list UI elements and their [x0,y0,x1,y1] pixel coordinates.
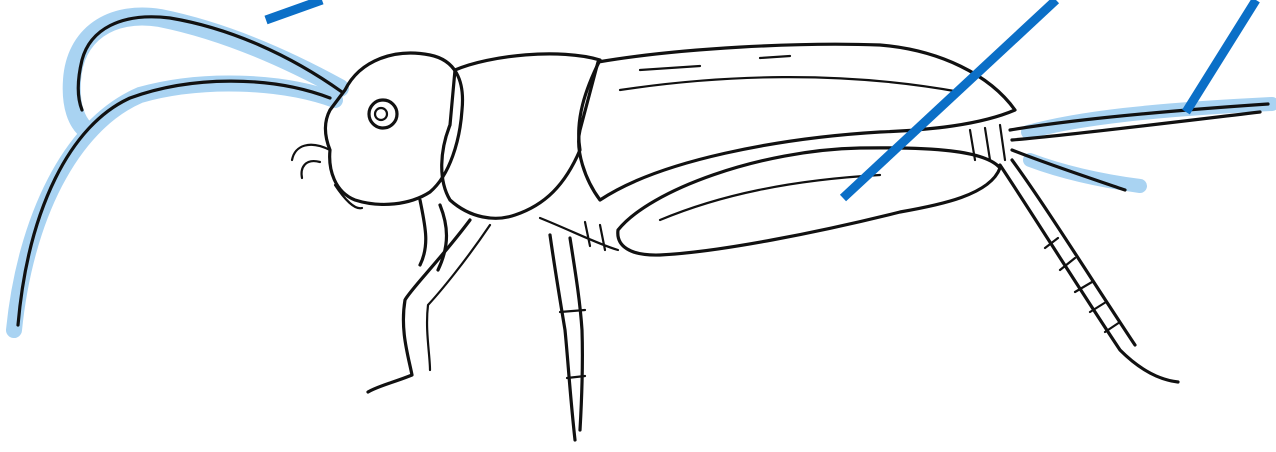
middle-leg [550,235,582,440]
wing-vein-2 [640,56,790,70]
wing-vein-1 [620,77,960,92]
wing [579,44,1015,200]
front-leg-inner [427,225,490,370]
hind-femur [618,148,1000,255]
palp-upper [292,145,330,178]
hind-tibia [1000,160,1178,382]
pointer-line-hind-femur [843,0,1056,198]
ovipositor-upper-highlight [1028,104,1272,132]
pronotum [442,54,600,218]
antenna-lower [18,81,330,325]
antenna-lower-highlight [14,84,335,330]
eye-inner [375,108,387,120]
pointer-line-antenna [266,0,322,20]
front-leg-lower [368,220,470,392]
pointer-layer [266,0,1256,198]
antenna-highlight [14,17,340,330]
highlight-layer [14,17,1272,330]
eye-outer [369,100,397,128]
front-leg [420,200,447,270]
pointer-line-ovipositor [1186,0,1256,112]
